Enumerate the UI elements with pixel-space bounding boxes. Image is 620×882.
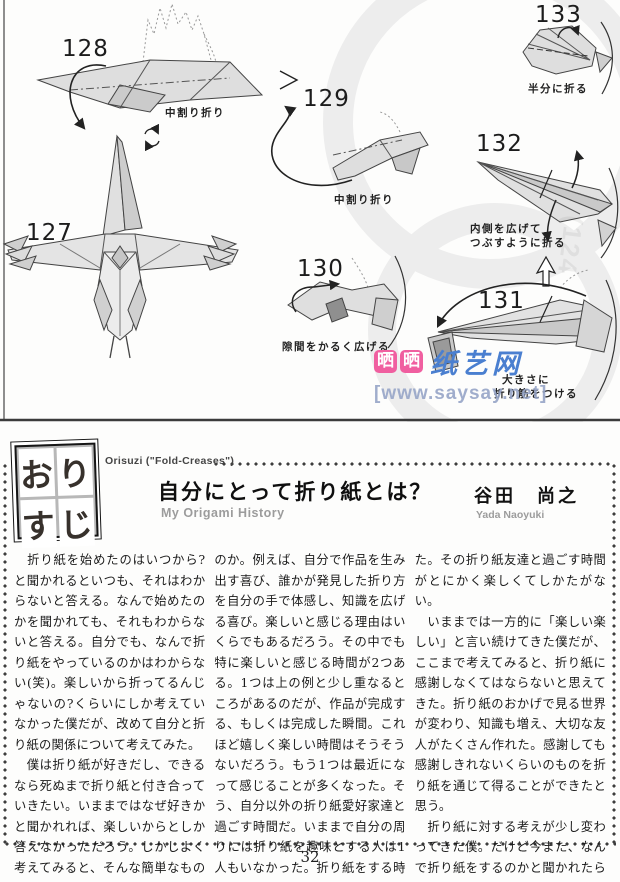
page-number: 32: [300, 848, 320, 866]
step-131-figure: [427, 255, 617, 401]
orisuji-logo: お り す じ: [10, 438, 102, 548]
article-subtitle: My Origami History: [161, 506, 285, 520]
logo-char-ji: じ: [57, 497, 95, 547]
step-number-133: 133: [535, 2, 582, 28]
article-title: 自分にとって折り紙とは？: [158, 481, 433, 504]
dotted-border-right: [612, 462, 616, 845]
article-body: 折り紙を始めたのはいつから?と聞かれるといつも、それはわからないと答える。なんで…: [14, 550, 606, 882]
dotted-border-bottom: [3, 842, 616, 846]
column-kicker: Orisuzi ("Fold-Creases"): [105, 455, 235, 467]
author-name: 谷田 尚之: [474, 486, 579, 506]
step-number-130: 130: [297, 256, 344, 282]
text-column-3: た。その折り紙友達と過ごす時間がとにかく楽しくてしかたがない。 いままでは一方的…: [414, 553, 606, 882]
step-number-131: 131: [478, 288, 525, 314]
article-section: お り す じ Orisuzi ("Fold-Creases") 自分にとって折…: [0, 438, 620, 882]
caption-132-line1: 内側を広げて: [470, 223, 542, 235]
caption-128: 中割り折り: [165, 107, 225, 119]
watermark-url: [www.saysay.net]: [374, 383, 548, 404]
dotted-border-left: [3, 462, 7, 845]
caption-131-line2: 折り筋をつける: [494, 388, 578, 400]
author-romaji: Yada Naoyuki: [476, 509, 545, 521]
text-column-1: 折り紙を始めたのはいつから?と聞かれるといつも、それはわからないと答える。なんで…: [14, 553, 206, 882]
watermark-tile-icon: 晒: [374, 350, 397, 373]
step-127-figure: [2, 134, 239, 359]
caption-129: 中割り折り: [334, 194, 394, 206]
dotted-border-top: [212, 462, 612, 466]
step-129-figure: [270, 105, 429, 187]
watermark-tile-icon: 晒: [400, 350, 423, 373]
step-132-figure: [476, 149, 619, 259]
watermark: 晒 晒 纸艺网 [www.saysay.net]: [374, 342, 547, 405]
text-column-2: のか。例えば、自分で作品を生み出す喜び、誰かが発見した折り方を自分の手で体感し、…: [214, 553, 406, 882]
origami-diagram-art: [0, 0, 620, 422]
step-133-figure: [522, 21, 613, 95]
step-128-figure: [36, 2, 264, 152]
step-number-127: 127: [26, 220, 73, 246]
logo-char-o: お: [18, 447, 55, 497]
caption-131-line1: 大きさに: [502, 374, 550, 386]
step-number-132: 132: [476, 131, 523, 157]
transition-arrow-icon: [279, 70, 299, 90]
logo-char-ri: り: [55, 446, 93, 496]
watermark-brand: 纸艺网: [430, 349, 523, 380]
step-130-figure: [287, 255, 407, 349]
step-number-128: 128: [62, 36, 109, 62]
caption-130: 隙間をかるく広げる: [282, 341, 390, 353]
step-number-129: 129: [303, 86, 350, 112]
caption-132-line2: つぶすように折る: [470, 237, 566, 249]
origami-diagram-section: 127 128 129 130 131 132 133 中割り折り 中割り折り …: [0, 0, 620, 422]
logo-char-su: す: [19, 498, 57, 548]
caption-133: 半分に折る: [528, 83, 588, 95]
